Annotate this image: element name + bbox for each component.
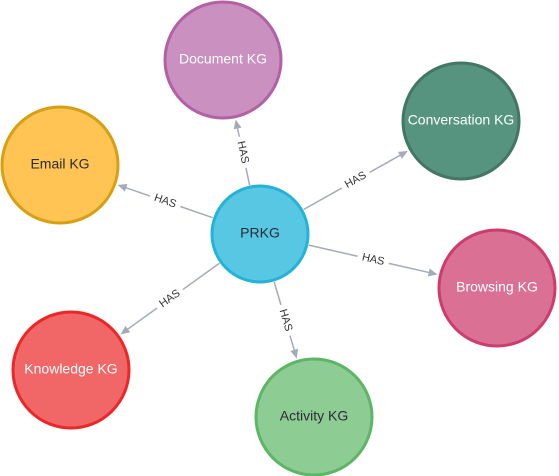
- node-label: PRKG: [240, 225, 280, 241]
- node-circle: [437, 228, 557, 348]
- arrowhead-icon: [290, 348, 299, 359]
- node-circle: [254, 357, 374, 476]
- node-circle: [210, 184, 310, 284]
- node-label: Activity KG: [280, 408, 348, 424]
- edge-email[interactable]: HAS: [117, 184, 213, 219]
- node-email[interactable]: Email KG: [0, 105, 120, 225]
- edge-document[interactable]: HAS: [233, 119, 251, 186]
- edge-line: [236, 127, 241, 137]
- node-knowledge[interactable]: Knowledge KG: [11, 310, 131, 430]
- arrowhead-icon: [120, 325, 131, 335]
- node-document[interactable]: Document KG: [163, 0, 283, 120]
- node-label: Knowledge KG: [24, 361, 117, 377]
- node-label: Email KG: [30, 156, 89, 172]
- edge-line: [388, 262, 430, 274]
- node-circle: [401, 61, 521, 181]
- edge-line: [182, 262, 220, 291]
- node-activity[interactable]: Activity KG: [254, 357, 374, 476]
- edge-conversation[interactable]: HAS: [303, 150, 408, 211]
- edge-label-has: HAS: [153, 192, 178, 211]
- edge-knowledge[interactable]: HAS: [120, 262, 220, 335]
- edge-browsing[interactable]: HAS: [308, 244, 438, 277]
- edge-line: [369, 154, 402, 174]
- arrowhead-icon: [398, 150, 408, 159]
- node-circle: [11, 310, 131, 430]
- node-label: Document KG: [179, 51, 267, 67]
- node-conversation[interactable]: Conversation KG: [401, 61, 521, 181]
- edge-activity[interactable]: HAS: [273, 281, 299, 359]
- edge-label-has: HAS: [277, 308, 295, 333]
- edge-line: [124, 186, 151, 197]
- node-label: Browsing KG: [456, 279, 538, 295]
- edge-label-has: HAS: [235, 140, 251, 165]
- edge-label-has: HAS: [343, 169, 369, 191]
- edge-line: [245, 167, 251, 186]
- edge-label-has: HAS: [157, 287, 182, 310]
- node-circle: [163, 0, 283, 120]
- arrowhead-icon: [427, 268, 438, 277]
- edge-line: [273, 281, 282, 306]
- edge-line: [180, 205, 213, 219]
- edge-line: [289, 335, 296, 352]
- arrowhead-icon: [117, 184, 128, 192]
- node-prkg[interactable]: PRKG: [210, 184, 310, 284]
- edge-label-has: HAS: [361, 251, 386, 268]
- node-browsing[interactable]: Browsing KG: [437, 228, 557, 348]
- edge-line: [308, 244, 358, 257]
- edge-line: [303, 187, 343, 211]
- node-label: Conversation KG: [408, 112, 515, 128]
- edge-line: [126, 307, 158, 331]
- arrowhead-icon: [233, 119, 242, 130]
- node-circle: [0, 105, 120, 225]
